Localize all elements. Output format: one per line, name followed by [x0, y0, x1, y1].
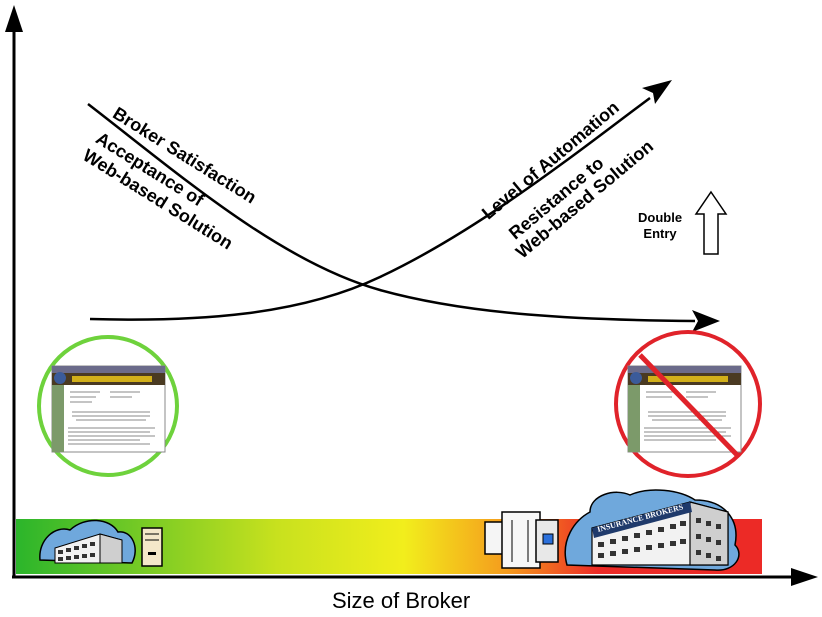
double-entry-arrow-icon [694, 190, 728, 255]
double-entry-label: Double Entry [638, 210, 682, 242]
x-axis-label: Size of Broker [332, 588, 471, 613]
web-solution-rejected-icon [614, 330, 762, 478]
double-entry-line-2: Entry [643, 226, 677, 241]
mainframe-computer-icon [484, 511, 559, 569]
y-axis [5, 5, 23, 577]
insurance-brokers-building-icon: INSURANCE BROKERS [564, 489, 740, 571]
web-solution-accepted-icon [37, 335, 179, 477]
desktop-computer-icon [141, 527, 163, 567]
satisfaction-curve [87, 103, 720, 332]
small-office-building-icon [39, 519, 136, 564]
automation-curve [89, 80, 672, 321]
double-entry-line-1: Double [638, 210, 683, 225]
x-axis [12, 568, 818, 586]
